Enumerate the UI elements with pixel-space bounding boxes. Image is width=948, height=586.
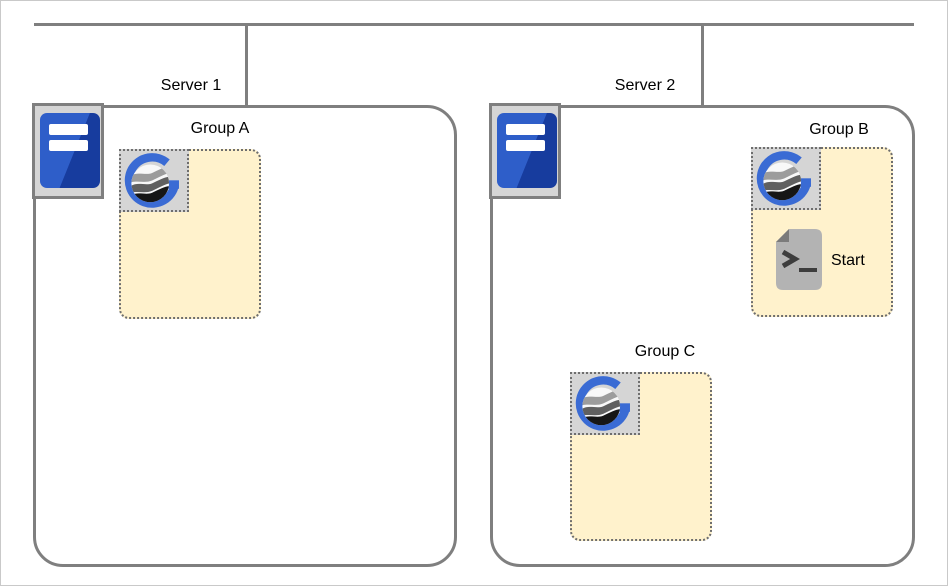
group-b-label: Group B [809, 121, 869, 138]
group-a-node[interactable] [119, 149, 261, 319]
start-item-label: Start [831, 252, 865, 269]
server-tower-body [497, 113, 557, 188]
server-drive-bay [506, 124, 545, 135]
server-drive-bay [506, 140, 545, 151]
server-drive-bay [49, 140, 88, 151]
server2-label: Server 2 [614, 77, 676, 94]
server1-label: Server 1 [160, 77, 222, 94]
server-tower-icon[interactable] [32, 103, 104, 199]
g-globe-logo-icon[interactable] [751, 147, 821, 210]
g-globe-logo-icon[interactable] [570, 372, 640, 435]
g-globe-logo-icon[interactable] [119, 149, 189, 212]
server-tower-body [40, 113, 100, 188]
group-c-label: Group C [634, 343, 696, 360]
server2-connector-line [701, 25, 704, 105]
network-bus-line [34, 23, 914, 26]
group-a-label: Group A [190, 120, 250, 137]
server-tower-icon[interactable] [489, 103, 561, 199]
script-file-icon[interactable] [775, 228, 823, 291]
server1-connector-line [245, 25, 248, 105]
server-drive-bay [49, 124, 88, 135]
